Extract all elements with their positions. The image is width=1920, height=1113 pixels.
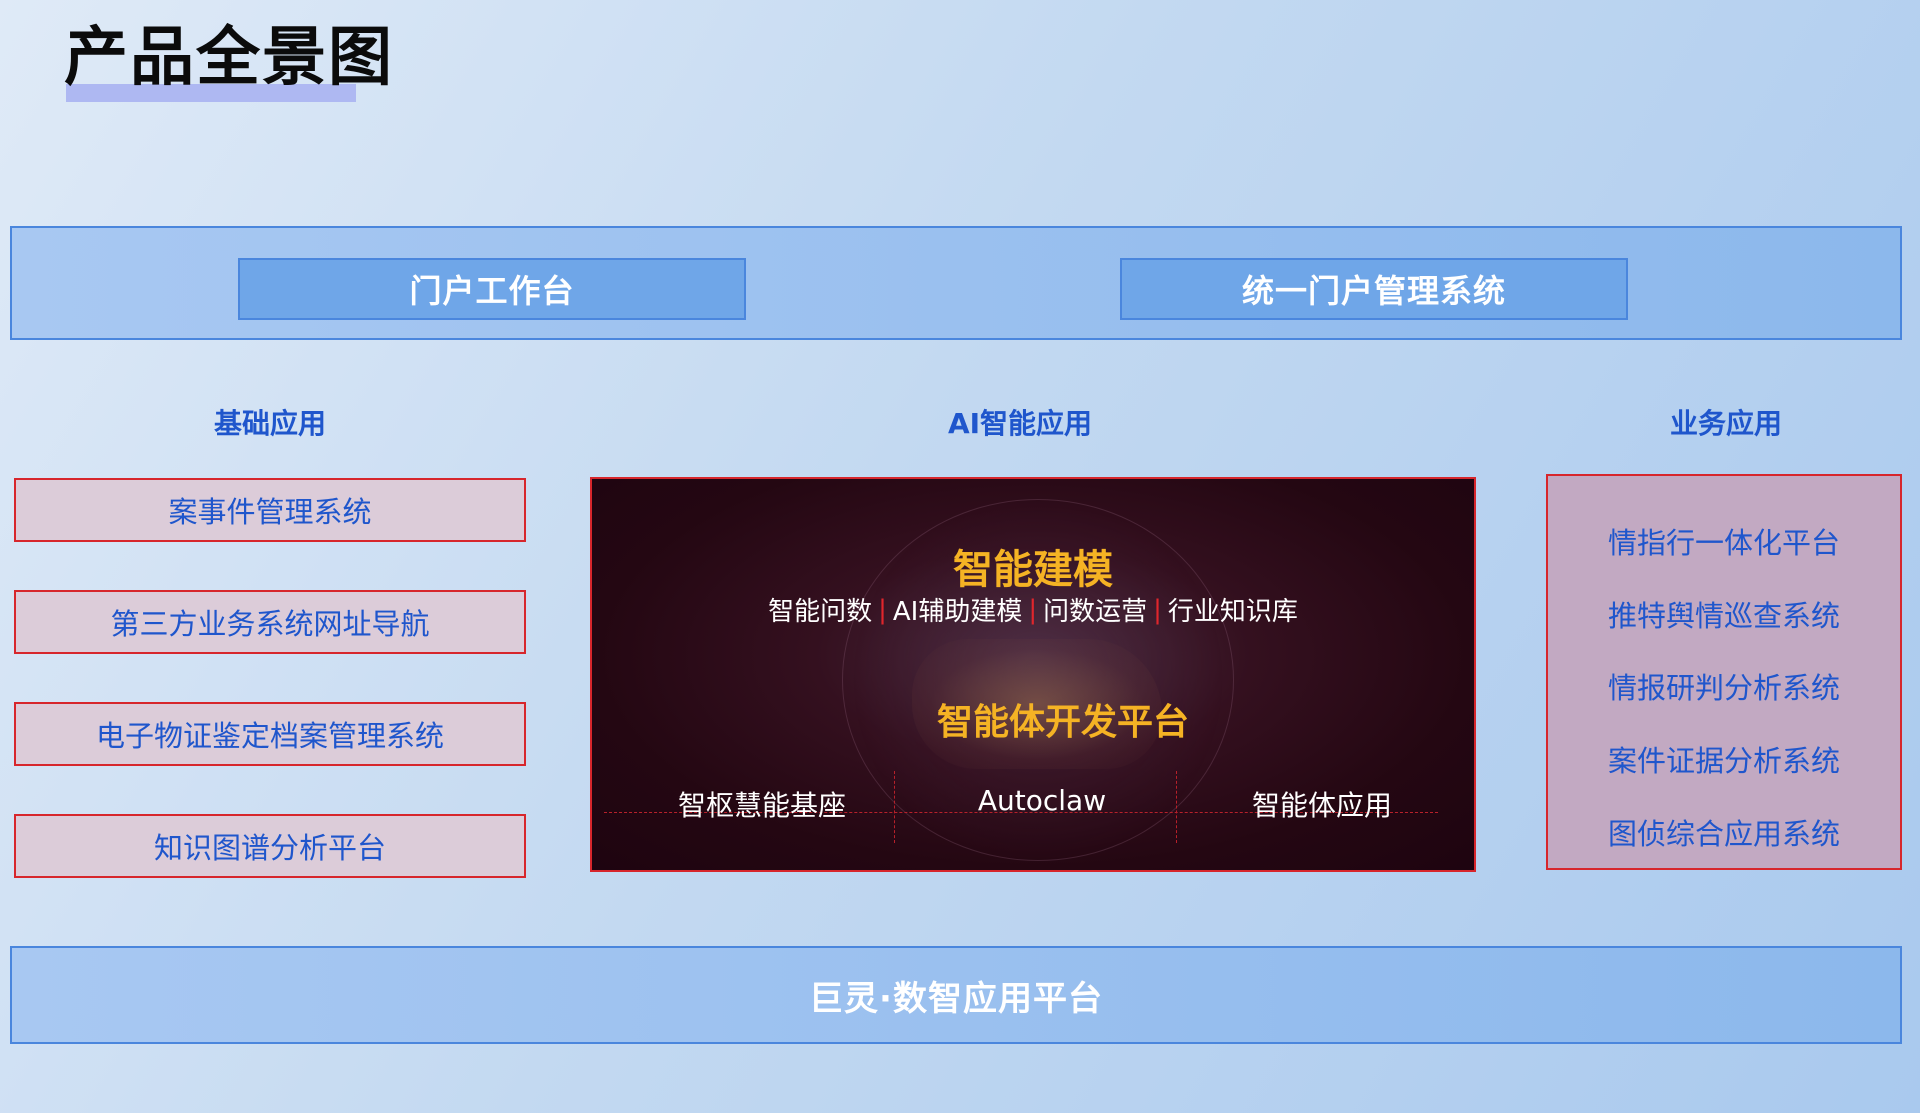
divider-line — [604, 812, 1438, 813]
platform-band: 巨灵·数智应用平台 — [10, 946, 1902, 1044]
tag-separator: | — [1153, 594, 1162, 625]
agent-platform-item: 智枢慧能基座 — [677, 789, 846, 822]
globe-graphic — [842, 499, 1234, 861]
title-underline — [66, 84, 356, 102]
agent-platform-item: Autoclaw — [977, 784, 1107, 817]
modeling-tag: 智能问数 — [768, 597, 873, 627]
modeling-tag: AI辅助建模 — [892, 597, 1023, 627]
basic-app-box: 电子物证鉴定档案管理系统 — [14, 702, 526, 766]
modeling-tag: 问数运营 — [1043, 597, 1148, 627]
basic-app-box: 第三方业务系统网址导航 — [14, 590, 526, 654]
business-apps-panel: 情指行一体化平台 推特舆情巡查系统 情报研判分析系统 案件证据分析系统 图侦综合… — [1546, 474, 1902, 870]
basic-app-box: 案事件管理系统 — [14, 478, 526, 542]
basic-app-box: 知识图谱分析平台 — [14, 814, 526, 878]
unified-portal-box: 统一门户管理系统 — [1120, 258, 1628, 320]
divider-line — [894, 771, 895, 843]
business-app-item: 推特舆情巡查系统 — [1607, 599, 1840, 633]
business-apps-heading: 业务应用 — [1669, 407, 1782, 440]
basic-apps-heading: 基础应用 — [213, 407, 326, 440]
modeling-tags: 智能问数 | AI辅助建模 | 问数运营 | 行业知识库 — [592, 591, 1474, 628]
tag-separator: | — [1028, 594, 1038, 625]
business-app-item: 图侦综合应用系统 — [1607, 817, 1840, 851]
ai-apps-panel: 智能建模 智能问数 | AI辅助建模 | 问数运营 | 行业知识库 智能体开发平… — [590, 477, 1476, 872]
modeling-title: 智能建模 — [953, 547, 1113, 593]
business-app-item: 案件证据分析系统 — [1607, 744, 1840, 778]
modeling-tag: 行业知识库 — [1167, 597, 1298, 627]
ai-apps-heading: AI智能应用 — [947, 407, 1093, 440]
platform-label: 巨灵·数智应用平台 — [809, 978, 1103, 1019]
tag-separator: | — [878, 594, 887, 625]
agent-platform-title: 智能体开发平台 — [936, 702, 1189, 743]
page-title-block: 产品全景图 — [64, 20, 394, 110]
divider-line — [1176, 771, 1177, 843]
portal-band: 门户工作台 统一门户管理系统 — [10, 226, 1902, 340]
agent-platform-item: 智能体应用 — [1251, 789, 1392, 822]
page-title: 产品全景图 — [64, 21, 394, 95]
business-app-item: 情指行一体化平台 — [1607, 526, 1840, 560]
business-app-item: 情报研判分析系统 — [1607, 671, 1840, 705]
portal-workbench-box: 门户工作台 — [238, 258, 746, 320]
cloud-graphic — [912, 639, 1162, 769]
